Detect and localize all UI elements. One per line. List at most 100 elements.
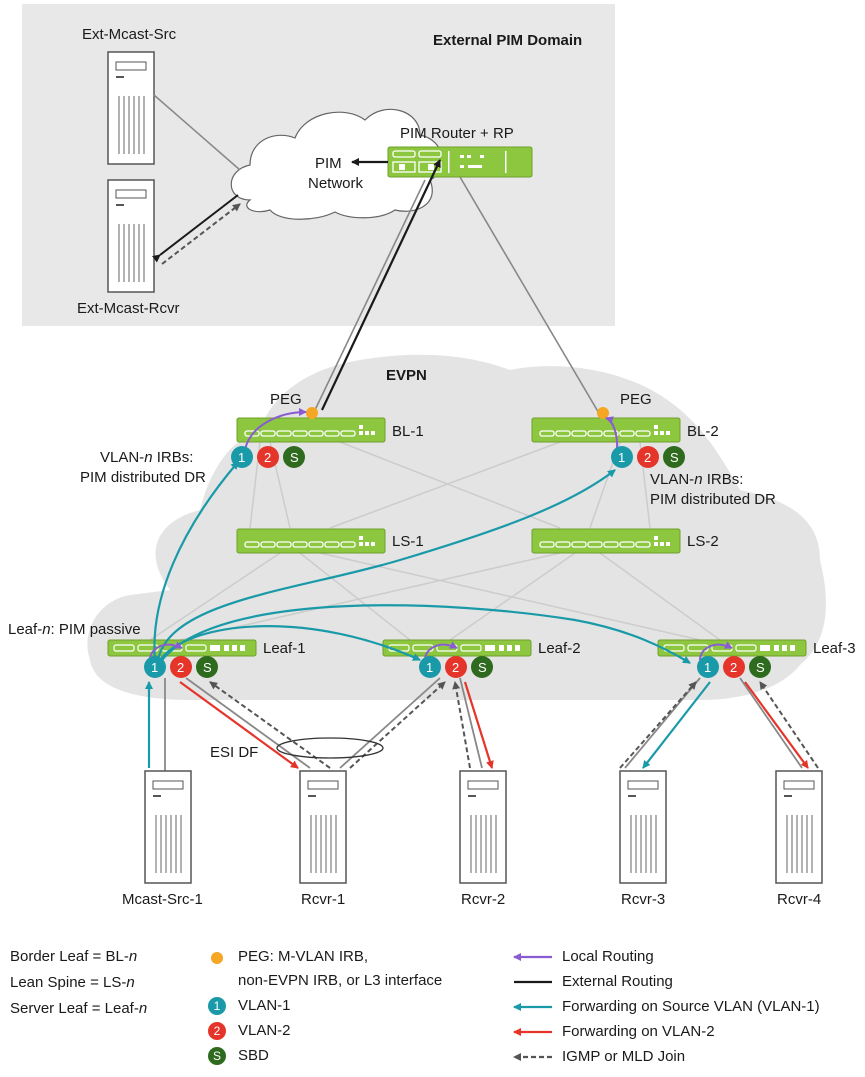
svg-text:2: 2 (730, 660, 737, 675)
vlan2-badge (637, 446, 659, 468)
legend-peg-line1: PEG: M-VLAN IRB, (238, 948, 369, 965)
fwd-vlan1-leaf1-bl1 (153, 461, 239, 661)
leaf1-label: Leaf-1 (263, 640, 306, 657)
igmp-join-ext-rcvr (161, 203, 241, 265)
svg-text:S: S (290, 450, 299, 465)
bl2-badges: 1 2 S (611, 446, 685, 468)
svg-text:S: S (670, 450, 679, 465)
legend-fwd-source-vlan: Forwarding on Source VLAN (VLAN-1) (562, 998, 820, 1015)
bl1-badges: 1 2 S (231, 446, 305, 468)
legend-server-leaf: Server Leaf = Leaf-n (10, 1000, 148, 1017)
ls1-label: LS-1 (392, 533, 424, 550)
ls2-label: LS-2 (687, 533, 719, 550)
leaf3-label: Leaf-3 (813, 640, 856, 657)
legend-peg-line2: non-EVPN IRB, or L3 interface (238, 972, 443, 989)
evpn-label: EVPN (386, 367, 427, 384)
rcvr4-label: Rcvr-4 (777, 891, 821, 908)
leaf-server-links (164, 677, 803, 772)
vlan-irbs-left-line2: PIM distributed DR (80, 469, 206, 486)
external-routing-arrow-rcvr (152, 194, 239, 263)
external-routing-bl1-router (321, 159, 441, 411)
leaf1-badges: 1 2 S (144, 656, 218, 678)
rcvr2-server (459, 770, 507, 884)
network-diagram: External PIM Domain EVPN PIM Network Ext… (8, 4, 856, 908)
legend-fwd-vlan2: Forwarding on VLAN-2 (562, 1023, 715, 1040)
igmp-joins (209, 681, 819, 769)
vlan-irbs-right-line2: PIM distributed DR (650, 491, 776, 508)
svg-text:1: 1 (151, 660, 158, 675)
vlan-irbs-right-line1: VLAN-n IRBs: (650, 471, 743, 488)
svg-text:S: S (478, 660, 487, 675)
sbd-badge (663, 446, 685, 468)
leaf2-label: Leaf-2 (538, 640, 581, 657)
vlan1-badge (611, 446, 633, 468)
svg-text:2: 2 (177, 660, 184, 675)
link-bl1-router (314, 179, 426, 411)
bl1-label: BL-1 (392, 423, 424, 440)
fwd-vlan2-rcvr2 (463, 681, 494, 769)
ls1-switch (236, 528, 386, 554)
ext-mcast-rcvr-label: Ext-Mcast-Rcvr (77, 300, 180, 317)
legend-vlan1-badge: 1 (208, 997, 226, 1015)
legend-vlan2-badge: 2 (208, 1022, 226, 1040)
svg-text:1: 1 (704, 660, 711, 675)
fwd-vlan2-rcvr1 (179, 681, 299, 769)
peg-bl1-label: PEG (270, 391, 302, 408)
svg-text:S: S (203, 660, 212, 675)
legend-vlan1: VLAN-1 (238, 997, 291, 1014)
mcast-src1-server (144, 770, 192, 884)
leaf2-badges: 1 2 S (419, 656, 493, 678)
svg-text:1: 1 (618, 450, 625, 465)
bl2-switch (531, 417, 681, 443)
mcast-src1-label: Mcast-Src-1 (122, 891, 203, 908)
rcvr2-label: Rcvr-2 (461, 891, 505, 908)
rcvr4-server (775, 770, 823, 884)
legend-vlan2: VLAN-2 (238, 1022, 291, 1039)
legend-peg-dot (211, 952, 223, 964)
fwd-vlan1-leaf1-leaf3 (161, 604, 691, 664)
pim-router-label: PIM Router + RP (400, 125, 514, 142)
leaf-pim-passive-label: Leaf-n: PIM passive (8, 621, 141, 638)
legend-lean-spine: Lean Spine = LS-n (10, 974, 135, 991)
ext-mcast-rcvr-server (107, 179, 155, 293)
rcvr3-server (619, 770, 667, 884)
rcvr1-label: Rcvr-1 (301, 891, 345, 908)
legend-line-samples (513, 953, 552, 1061)
local-routing-leaf3 (699, 641, 733, 661)
local-routing-bl2 (605, 416, 619, 451)
bl2-label: BL-2 (687, 423, 719, 440)
svg-text:2: 2 (264, 450, 271, 465)
fwd-vlan2-rcvr4 (744, 681, 809, 769)
peg-bl1 (306, 407, 318, 419)
leaf3-badges: 1 2 S (697, 656, 771, 678)
peg-bl2 (597, 407, 609, 419)
peg-bl2-label: PEG (620, 391, 652, 408)
ext-mcast-src-server (107, 51, 155, 165)
pim-network-label-line1: PIM (315, 155, 342, 172)
svg-text:S: S (756, 660, 765, 675)
legend: Border Leaf = BL-n Lean Spine = LS-n Ser… (0, 940, 865, 1077)
pim-network-label-line2: Network (308, 175, 364, 192)
legend-igmp-join: IGMP or MLD Join (562, 1048, 686, 1065)
legend-border-leaf: Border Leaf = BL-n (10, 948, 138, 965)
vlan2-badge (257, 446, 279, 468)
rcvr1-server (299, 770, 347, 884)
svg-text:1: 1 (238, 450, 245, 465)
svg-text:2: 2 (644, 450, 651, 465)
rcvr3-label: Rcvr-3 (621, 891, 665, 908)
legend-local-routing: Local Routing (562, 948, 654, 965)
ls2-switch (531, 528, 681, 554)
svg-text:1: 1 (426, 660, 433, 675)
esi-lag-ellipse (276, 737, 384, 759)
fwd-vlan1-rcvr3 (642, 681, 711, 769)
pim-router (387, 146, 533, 178)
vlan-irbs-left-line1: VLAN-n IRBs: (100, 449, 193, 466)
legend-sbd: SBD (238, 1047, 269, 1064)
external-pim-domain-label: External PIM Domain (433, 32, 582, 49)
esi-df-label: ESI DF (210, 744, 258, 761)
fwd-vlan1-leaf1-bl2 (156, 469, 616, 661)
bl1-switch (236, 417, 386, 443)
legend-external-routing: External Routing (562, 973, 673, 990)
local-routing-bl1 (244, 408, 307, 451)
svg-text:2: 2 (452, 660, 459, 675)
